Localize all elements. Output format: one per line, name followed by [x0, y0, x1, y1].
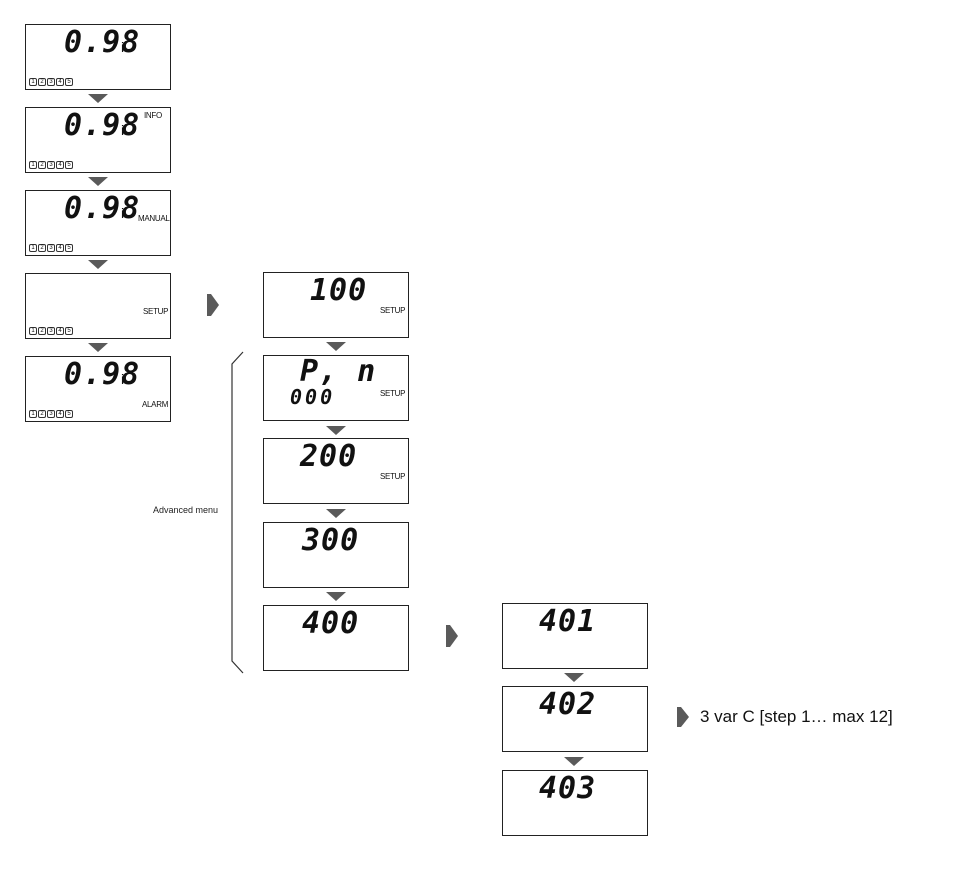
- channel-4-indicator: 4: [56, 244, 64, 252]
- down-triangle-icon: [326, 342, 346, 351]
- channel-3-indicator: 3: [47, 410, 55, 418]
- right-triangle-icon: [446, 625, 458, 647]
- mode-label: SETUP: [380, 472, 406, 481]
- channel-1-indicator: 1: [29, 244, 37, 252]
- right-triangle-icon: [677, 707, 689, 727]
- channel-indicators: 1 2 3 4 5: [29, 410, 73, 418]
- down-triangle-icon: [564, 757, 584, 766]
- display-panel-401: 401: [502, 603, 648, 669]
- display-panel-400: 400: [263, 605, 409, 671]
- channel-indicators: 1 2 3 4 5: [29, 78, 73, 86]
- channel-indicators: 1 2 3 4 5: [29, 244, 73, 252]
- advanced-menu-label: Advanced menu: [153, 505, 219, 515]
- right-triangle-icon: [207, 294, 219, 316]
- channel-2-indicator: 2: [38, 327, 46, 335]
- display-value: 0.98: [64, 357, 141, 392]
- channel-2-indicator: 2: [38, 244, 46, 252]
- mode-label: ALARM: [142, 400, 169, 409]
- display-panel-info: 0.98 i INFO 1 2 3 4 5: [25, 107, 171, 173]
- channel-4-indicator: 4: [56, 410, 64, 418]
- display-suffix: i: [121, 122, 125, 138]
- display-value: 300: [302, 523, 360, 558]
- down-triangle-icon: [88, 94, 108, 103]
- channel-3-indicator: 3: [47, 161, 55, 169]
- display-panel-alarm: 0.98 i ALARM 1 2 3 4 5: [25, 356, 171, 422]
- channel-5-indicator: 5: [65, 410, 73, 418]
- channel-5-indicator: 5: [65, 327, 73, 335]
- left-bracket: [231, 351, 244, 674]
- down-triangle-icon: [88, 343, 108, 352]
- channel-1-indicator: 1: [29, 327, 37, 335]
- mode-label: SETUP: [143, 307, 169, 316]
- display-value: 401: [539, 604, 597, 639]
- channel-4-indicator: 4: [56, 78, 64, 86]
- display-panel-setup: SETUP 1 2 3 4 5: [25, 273, 171, 339]
- display-value: 100: [310, 273, 368, 308]
- channel-3-indicator: 3: [47, 244, 55, 252]
- display-panel-manual: 0.98 i MANUAL 1 2 3 4 5: [25, 190, 171, 256]
- mode-label: SETUP: [380, 306, 406, 315]
- display-value: 0.98: [64, 108, 141, 143]
- down-triangle-icon: [564, 673, 584, 682]
- down-triangle-icon: [88, 177, 108, 186]
- channel-3-indicator: 3: [47, 78, 55, 86]
- down-triangle-icon: [326, 509, 346, 518]
- mode-label: INFO: [144, 111, 162, 120]
- display-panel-1: 0.98 i 1 2 3 4 5: [25, 24, 171, 90]
- display-value: 400: [302, 606, 360, 641]
- display-value: 0.98: [64, 191, 141, 226]
- down-triangle-icon: [88, 260, 108, 269]
- down-triangle-icon: [326, 592, 346, 601]
- display-suffix: i: [121, 39, 125, 55]
- display-value: 402: [539, 687, 597, 722]
- channel-5-indicator: 5: [65, 244, 73, 252]
- down-triangle-icon: [326, 426, 346, 435]
- step-note: 3 var C [step 1… max 12]: [700, 707, 893, 726]
- channel-2-indicator: 2: [38, 161, 46, 169]
- display-value: 200: [300, 439, 358, 474]
- display-panel-pin: P, n 000 SETUP: [263, 355, 409, 421]
- display-panel-200: 200 SETUP: [263, 438, 409, 504]
- channel-4-indicator: 4: [56, 161, 64, 169]
- channel-2-indicator: 2: [38, 410, 46, 418]
- mode-label: SETUP: [380, 389, 406, 398]
- channel-1-indicator: 1: [29, 410, 37, 418]
- display-panel-403: 403: [502, 770, 648, 836]
- display-suffix: i: [121, 205, 125, 221]
- channel-5-indicator: 5: [65, 161, 73, 169]
- display-suffix: i: [121, 371, 125, 387]
- channel-1-indicator: 1: [29, 161, 37, 169]
- display-value: 403: [539, 771, 597, 806]
- channel-indicators: 1 2 3 4 5: [29, 327, 73, 335]
- channel-2-indicator: 2: [38, 78, 46, 86]
- display-subvalue: 000: [290, 385, 336, 409]
- channel-3-indicator: 3: [47, 327, 55, 335]
- display-value: 0.98: [64, 25, 141, 60]
- display-panel-402: 402: [502, 686, 648, 752]
- display-panel-100: 100 SETUP: [263, 272, 409, 338]
- channel-5-indicator: 5: [65, 78, 73, 86]
- channel-1-indicator: 1: [29, 78, 37, 86]
- mode-label: MANUAL: [138, 214, 170, 223]
- display-panel-300: 300: [263, 522, 409, 588]
- channel-4-indicator: 4: [56, 327, 64, 335]
- display-value: P, n: [300, 354, 377, 389]
- channel-indicators: 1 2 3 4 5: [29, 161, 73, 169]
